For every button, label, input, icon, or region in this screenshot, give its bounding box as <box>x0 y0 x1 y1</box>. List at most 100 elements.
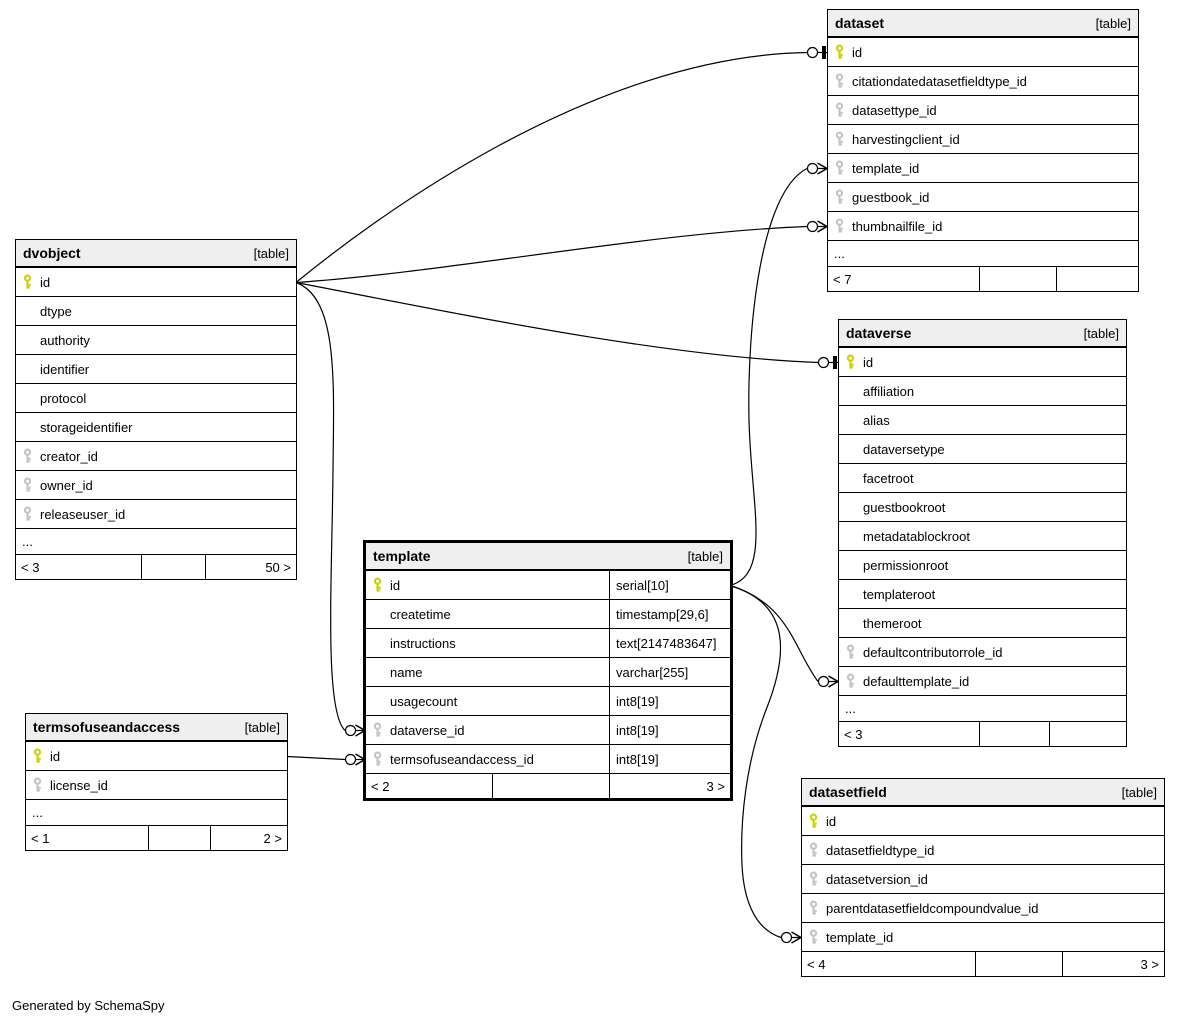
column-type: int8[19] <box>609 716 730 744</box>
cardinality-circle-icon <box>806 220 819 233</box>
edge-template.id-to-dataset.template_id <box>729 162 829 587</box>
column-row-id: id <box>16 268 296 297</box>
edge-dvobject.id-to-dataset.thumbnailfile_id <box>295 220 829 284</box>
column-row-metadatablockroot: metadatablockroot <box>839 522 1126 551</box>
edge-dvobject.id-to-template.dataverse_id <box>295 281 367 737</box>
cardinality-circle-icon <box>344 753 357 766</box>
footer-cell-2: 3 > <box>1140 956 1159 972</box>
column-name: defaulttemplate_id <box>863 673 970 689</box>
column-name: metadatablockroot <box>863 528 970 544</box>
column-name: citationdatedatasetfieldtype_id <box>852 73 1027 89</box>
foreign-key-icon <box>22 477 40 493</box>
foreign-key-icon <box>372 722 390 738</box>
table-header: dvobject[table] <box>16 240 296 268</box>
table-name: datasetfield <box>809 784 887 800</box>
column-name: guestbook_id <box>852 189 930 205</box>
footer-cell-1 <box>149 826 212 850</box>
column-row-defaultcontributorrole_id: defaultcontributorrole_id <box>839 638 1126 667</box>
column-row-datasetfieldtype_id: datasetfieldtype_id <box>802 836 1164 865</box>
foreign-key-icon <box>834 102 852 118</box>
primary-key-icon <box>834 44 852 60</box>
column-name: owner_id <box>40 477 93 493</box>
column-row-parentdatasetfieldcompoundvalue_id: parentdatasetfieldcompoundvalue_id <box>802 894 1164 923</box>
cardinality-many-arrow-icon <box>828 675 840 688</box>
table-name: termsofuseandaccess <box>33 719 181 735</box>
footer-cell-0: < 1 <box>26 826 149 850</box>
cardinality-many-arrow-icon <box>791 931 803 944</box>
column-type: text[2147483647] <box>609 629 730 657</box>
column-name: id <box>863 354 874 370</box>
column-row-id: id <box>839 348 1126 377</box>
primary-key-icon <box>808 813 826 829</box>
foreign-key-icon <box>834 160 852 176</box>
column-row-guestbookroot: guestbookroot <box>839 493 1126 522</box>
footer-cell-1 <box>493 774 610 798</box>
column-name: name <box>390 664 423 680</box>
foreign-key-icon <box>808 929 826 945</box>
footer-cell-1 <box>980 722 1050 746</box>
footer-cell-0: < 2 <box>366 774 494 798</box>
footer-cell-1 <box>976 952 1063 976</box>
footer-cell-2: 50 > <box>265 559 291 575</box>
column-name: id <box>826 813 837 829</box>
column-row-template_id: template_id <box>802 923 1164 952</box>
generator-credit: Generated by SchemaSpy <box>12 998 165 1013</box>
cardinality-one-tee-icon <box>822 46 826 59</box>
table-header: datasetfield[table] <box>802 779 1164 807</box>
column-row-themeroot: themeroot <box>839 609 1126 638</box>
table-tag: [table] <box>1095 15 1131 31</box>
foreign-key-icon <box>845 673 863 689</box>
table-header: termsofuseandaccess[table] <box>26 714 287 742</box>
column-name: createtime <box>390 606 451 622</box>
table-datasetfield[interactable]: datasetfield[table] id datasetfieldtype_id… <box>801 778 1165 977</box>
column-row-storageidentifier: storageidentifier <box>16 413 296 442</box>
column-type: timestamp[29,6] <box>609 600 730 628</box>
edge-template.id-to-dataverse.defaulttemplate_id <box>729 584 840 688</box>
footer-cell-2 <box>1050 722 1126 746</box>
more-columns-ellipsis: ... <box>828 241 1138 267</box>
column-name: releaseuser_id <box>40 506 126 522</box>
foreign-key-icon <box>22 448 40 464</box>
column-name: termsofuseandaccess_id <box>390 751 534 767</box>
column-name: id <box>50 748 61 764</box>
column-name: facetroot <box>863 470 914 486</box>
column-name: datasettype_id <box>852 102 937 118</box>
table-name: template <box>373 548 431 564</box>
cardinality-one-tee-icon <box>833 356 837 369</box>
column-type: varchar[255] <box>609 658 730 686</box>
column-row-harvestingclient_id: harvestingclient_id <box>828 125 1138 154</box>
more-columns-ellipsis: ... <box>839 696 1126 722</box>
table-name: dataverse <box>846 325 912 341</box>
column-name: usagecount <box>390 693 458 709</box>
table-header: dataset[table] <box>828 10 1138 38</box>
footer-cell-1 <box>980 267 1058 291</box>
column-name: harvestingclient_id <box>852 131 960 147</box>
edge-termsofuseandaccess.id-to-template.termsofuseandaccess_id <box>286 753 367 766</box>
column-name: storageidentifier <box>40 419 133 435</box>
foreign-key-icon <box>808 842 826 858</box>
footer-cell-2 <box>1057 267 1138 291</box>
footer-cell-0: < 3 <box>839 722 980 746</box>
footer-cell-2: 3 > <box>706 778 725 794</box>
cardinality-many-arrow-icon <box>817 162 829 175</box>
column-row-affiliation: affiliation <box>839 377 1126 406</box>
column-name: id <box>40 274 51 290</box>
column-name: thumbnailfile_id <box>852 218 943 234</box>
column-name: dtype <box>40 303 72 319</box>
column-name: parentdatasetfieldcompoundvalue_id <box>826 900 1039 916</box>
column-row-dtype: dtype <box>16 297 296 326</box>
footer-cell-0: < 3 <box>16 555 142 579</box>
footer-cell-1 <box>142 555 207 579</box>
column-row-templateroot: templateroot <box>839 580 1126 609</box>
column-row-owner_id: owner_id <box>16 471 296 500</box>
column-name: authority <box>40 332 90 348</box>
